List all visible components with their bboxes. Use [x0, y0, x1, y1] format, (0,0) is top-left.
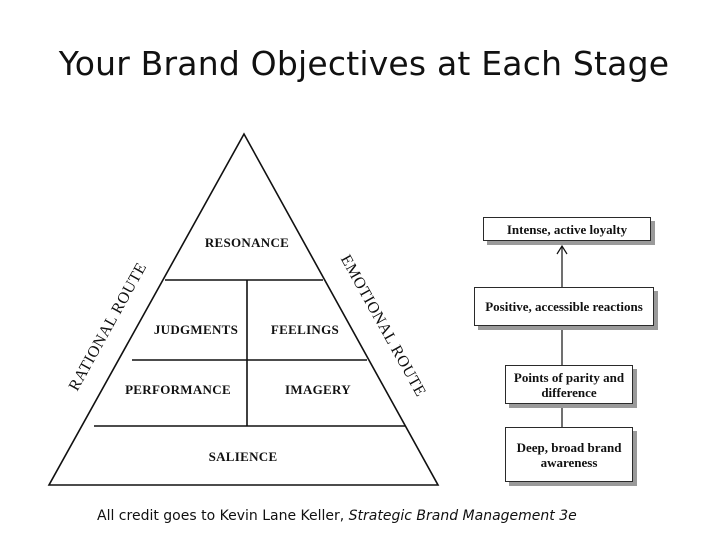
- performance-label: PERFORMANCE: [125, 382, 231, 397]
- imagery-label: IMAGERY: [285, 382, 351, 397]
- credit-book-title: Strategic Brand Management 3e: [348, 508, 577, 524]
- pyramid-outline: [47, 132, 440, 486]
- judgments-label: JUDGMENTS: [154, 322, 238, 337]
- objective-loyalty-box: Intense, active loyalty: [483, 217, 651, 241]
- slide-title: Your Brand Objectives at Each Stage: [58, 44, 670, 83]
- salience-label: SALIENCE: [209, 449, 278, 464]
- feelings-label: FEELINGS: [271, 322, 339, 337]
- objective-awareness-box: Deep, broad brand awareness: [505, 427, 633, 482]
- objective-reactions-box: Positive, accessible reactions: [474, 287, 654, 326]
- credit-line: All credit goes to Kevin Lane Keller, St…: [97, 508, 577, 524]
- objective-parity-text: Points of parity and difference: [513, 369, 625, 400]
- objective-reactions-text: Positive, accessible reactions: [485, 299, 643, 314]
- objective-parity-box: Points of parity and difference: [505, 365, 633, 404]
- credit-prefix: All credit goes to Kevin Lane Keller,: [97, 508, 349, 524]
- resonance-label: RESONANCE: [205, 235, 289, 250]
- objective-loyalty-text: Intense, active loyalty: [506, 221, 628, 237]
- objective-awareness-text: Deep, broad brand awareness: [516, 439, 622, 470]
- objectives-arrowhead: [556, 244, 568, 255]
